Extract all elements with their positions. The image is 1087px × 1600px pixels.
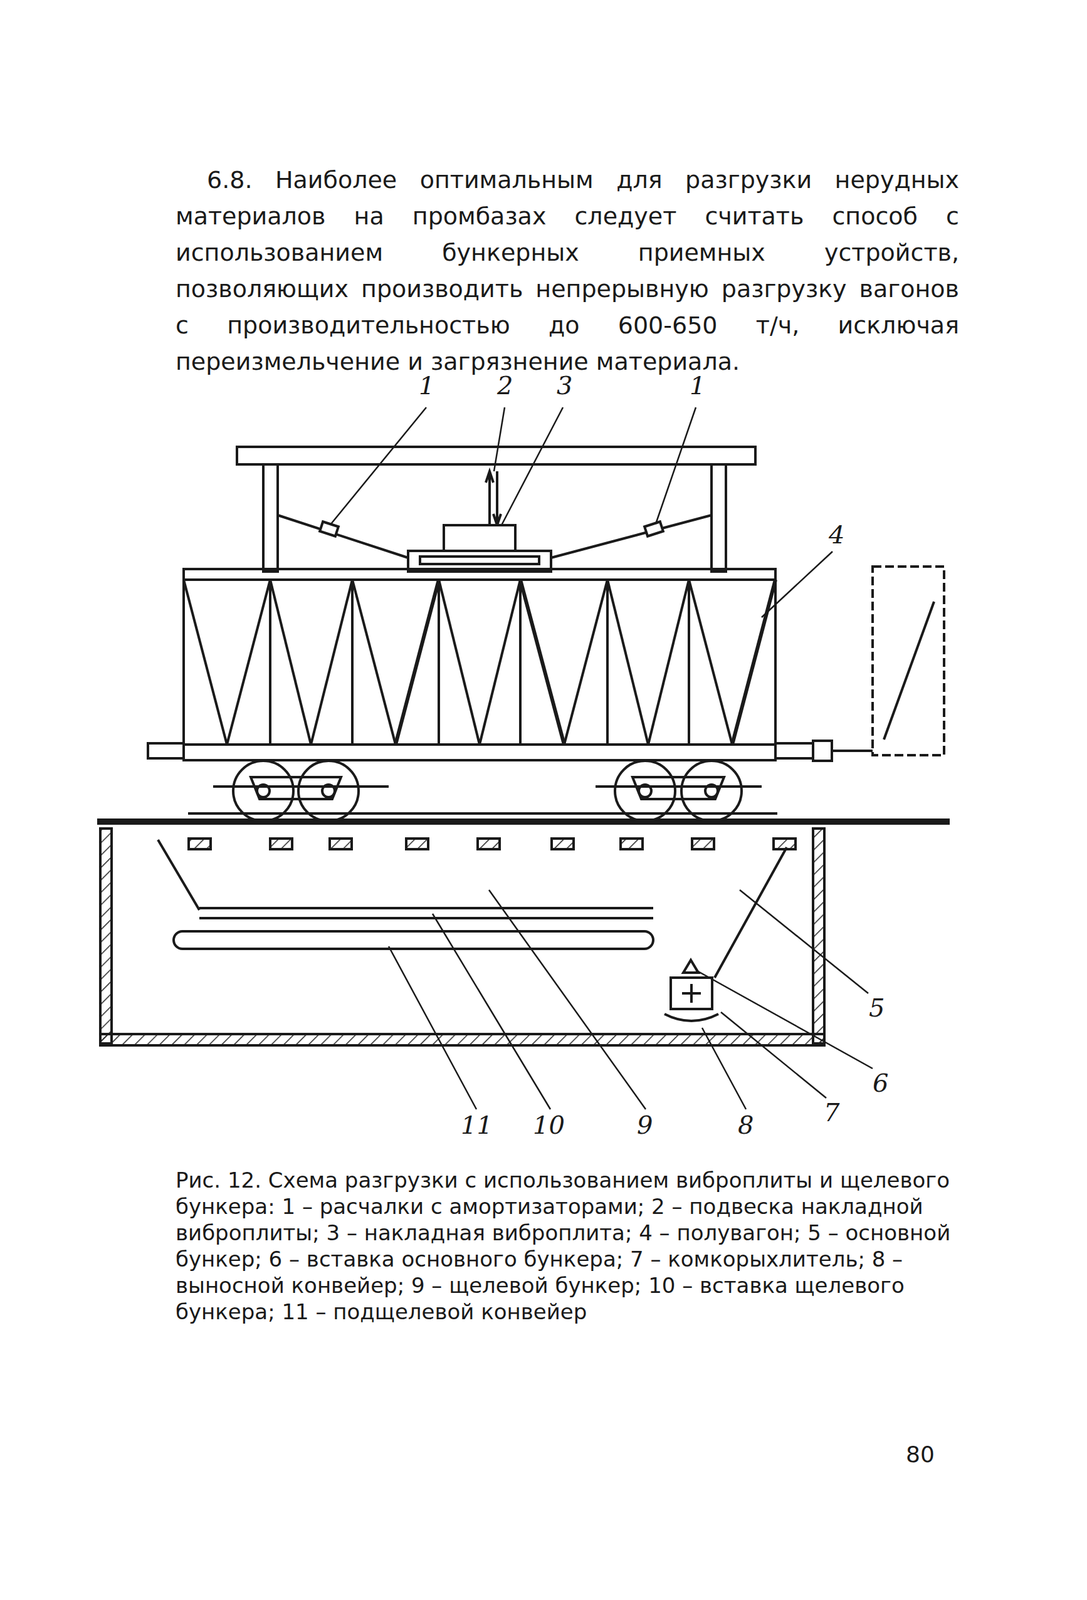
callout-number: 11 — [460, 1110, 493, 1140]
callout-number: 1 — [418, 371, 435, 400]
callout-number: 7 — [823, 1098, 840, 1128]
callout-number: 5 — [868, 993, 885, 1023]
callout-number: 2 — [497, 371, 513, 400]
page-number: 80 — [905, 1441, 935, 1468]
callout-number: 3 — [556, 371, 573, 400]
body-paragraph: 6.8. Наиболее оптимальным для разгрузки … — [175, 161, 960, 380]
callout-number: 4 — [828, 520, 845, 550]
callout-number: 6 — [872, 1068, 889, 1098]
callout-number: 1 — [689, 371, 706, 400]
callout-number: 10 — [532, 1110, 565, 1140]
callout-number: 9 — [636, 1110, 653, 1140]
callout-number: 8 — [737, 1110, 754, 1140]
figure-caption: Рис. 12. Схема разгрузки с использование… — [175, 1167, 960, 1326]
